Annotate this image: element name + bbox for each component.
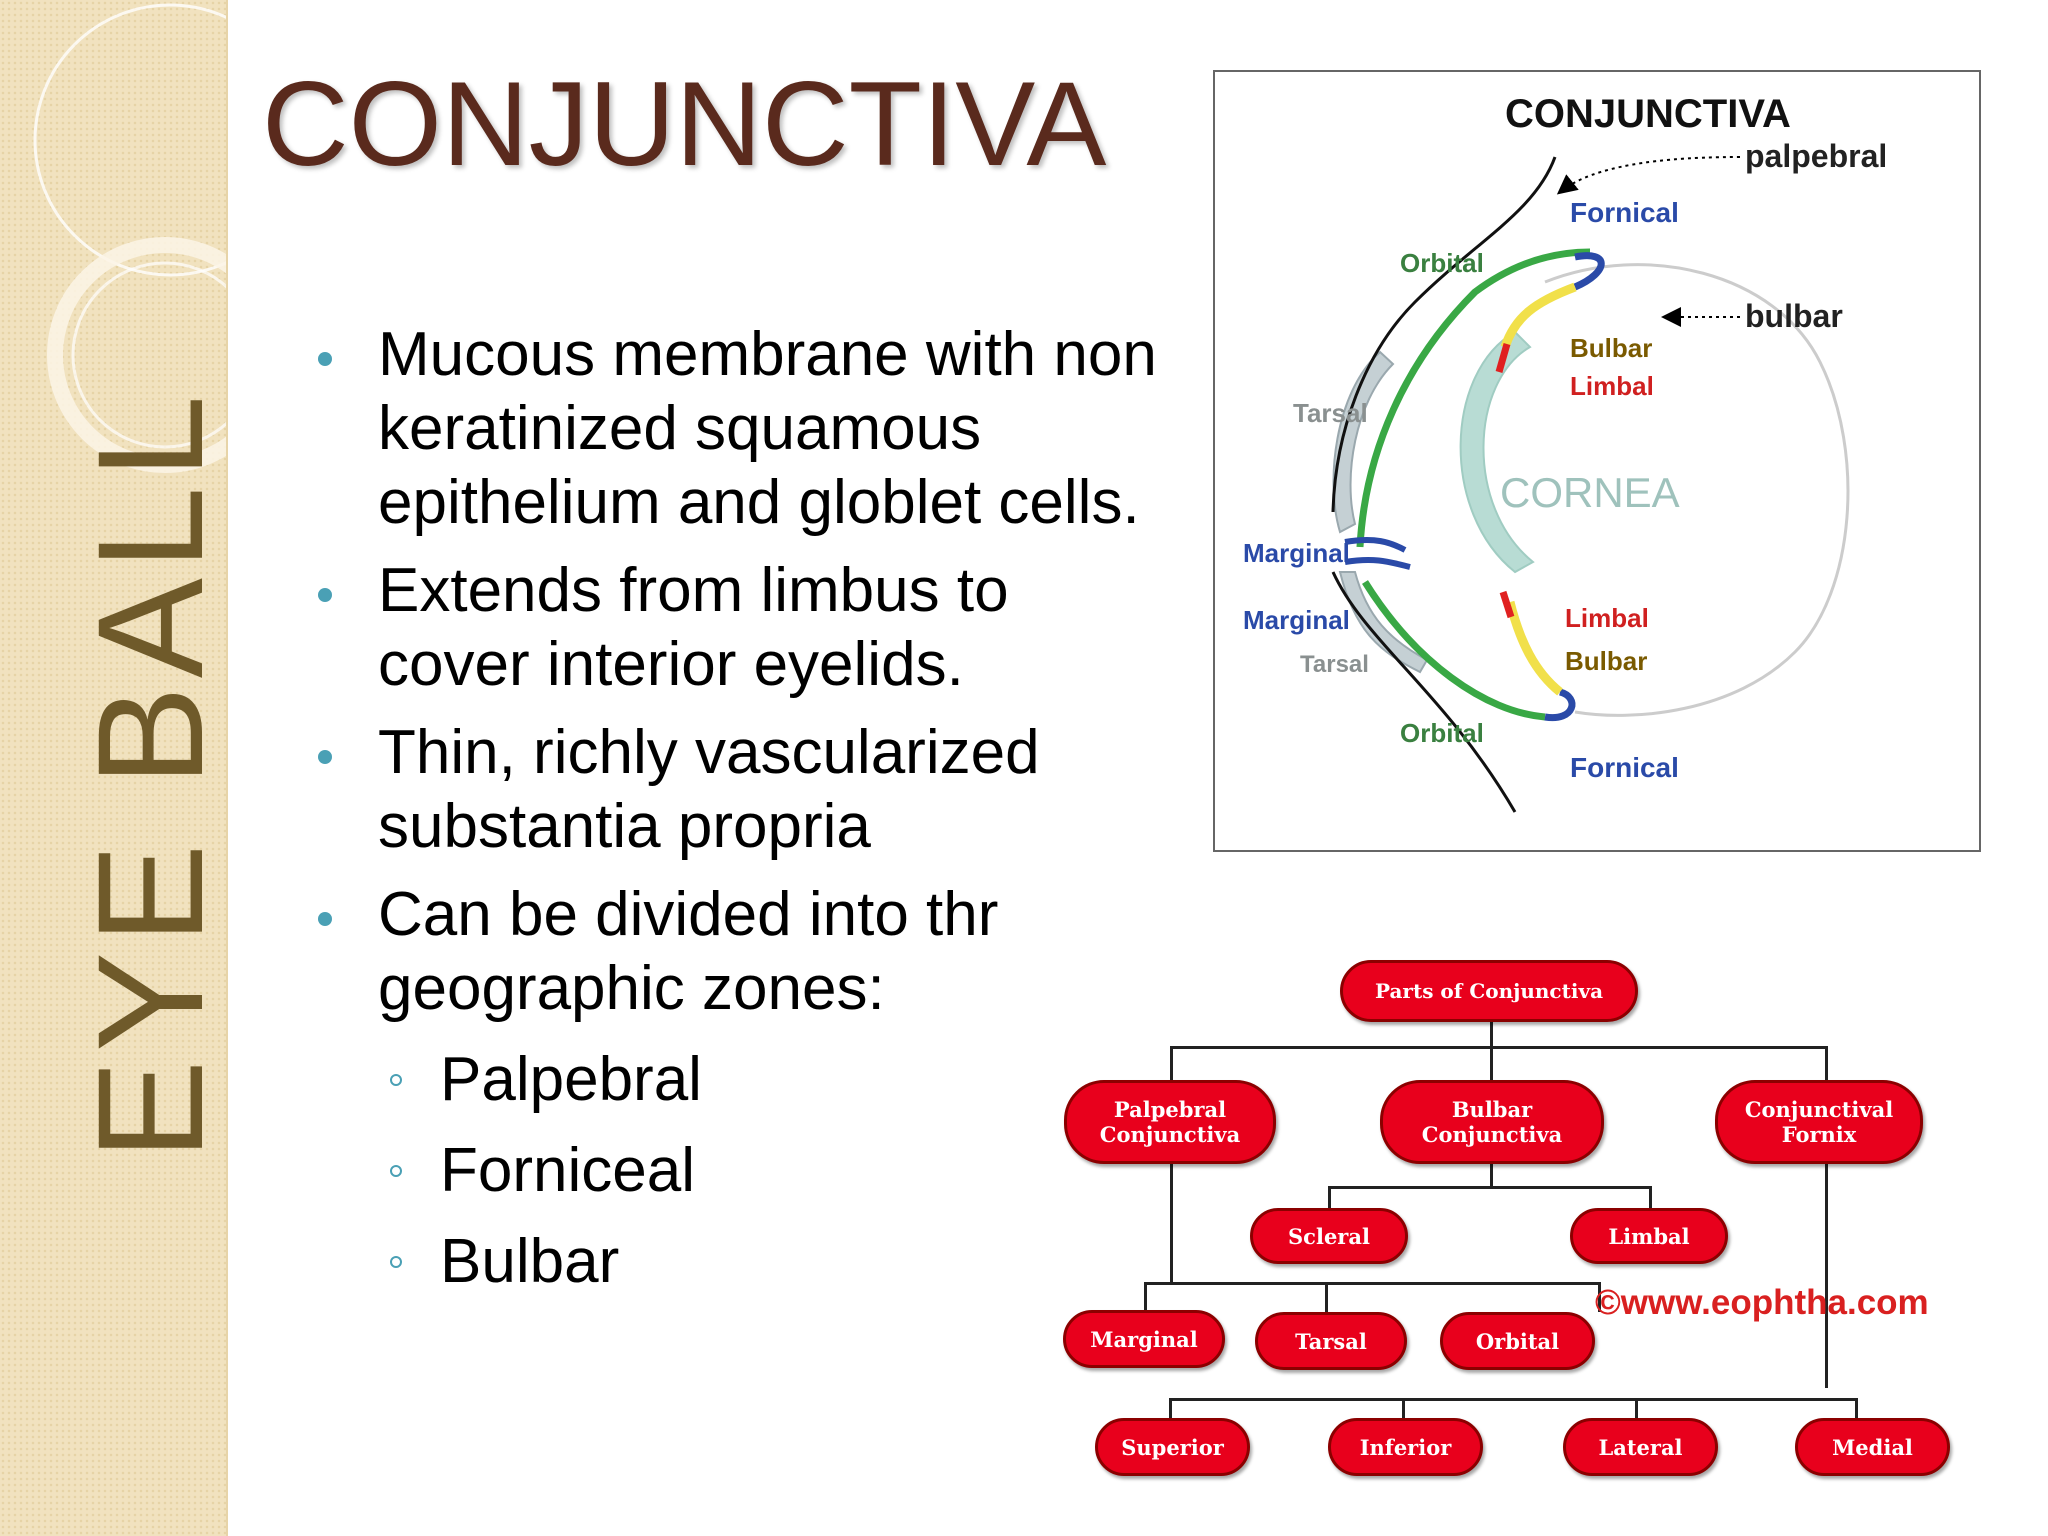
- connector: [1490, 1160, 1493, 1188]
- node-parts-of-conjunctiva: Parts of Conjunctiva: [1340, 960, 1638, 1022]
- tarsal-plate-top: [1332, 350, 1395, 534]
- cornea-shape: [1459, 330, 1535, 574]
- node-medial: Medial: [1795, 1418, 1950, 1476]
- connector: [1635, 1398, 1638, 1420]
- connector: [1169, 1398, 1857, 1401]
- bullet-item: Mucous membrane with non keratinized squ…: [318, 318, 1198, 540]
- bulbar-bottom: [1505, 600, 1563, 696]
- label-orbital-bottom: Orbital: [1400, 718, 1484, 748]
- sub-bullet-text: Palpebral: [440, 1045, 702, 1114]
- connector: [1649, 1186, 1652, 1210]
- connector: [1144, 1282, 1601, 1285]
- node-conjunctival-fornix: Conjunctival Fornix: [1715, 1080, 1923, 1164]
- marginal-top: [1344, 537, 1407, 553]
- bullet-item: Thin, richly vascularized substantia pro…: [318, 716, 1198, 864]
- label-fornical-bottom: Fornical: [1570, 752, 1679, 783]
- connector: [1170, 1046, 1173, 1084]
- slide-title: CONJUNCTIVA: [262, 57, 1107, 191]
- node-scleral: Scleral: [1250, 1208, 1408, 1264]
- sub-bullet-ring-icon: [390, 1256, 402, 1268]
- connector: [1855, 1398, 1858, 1420]
- conjunctiva-green: [1356, 248, 1591, 548]
- vertical-section-title: EYE BALL: [66, 387, 228, 1160]
- sub-bullet-item: Palpebral: [318, 1034, 1198, 1125]
- node-limbal: Limbal: [1570, 1208, 1728, 1264]
- label-bulbar-top: Bulbar: [1570, 333, 1652, 363]
- label-marginal-top: Marginal: [1243, 538, 1350, 568]
- connector: [1325, 1282, 1328, 1312]
- sub-bullet-text: Bulbar: [440, 1227, 620, 1296]
- node-superior: Superior: [1095, 1418, 1250, 1476]
- sub-bullet-ring-icon: [390, 1165, 402, 1177]
- bullet-list: Mucous membrane with non keratinized squ…: [318, 318, 1198, 1307]
- label-tarsal-top: Tarsal: [1293, 398, 1368, 428]
- bullet-text: Can be divided into thr geographic zones…: [378, 880, 999, 1023]
- connector: [1490, 1020, 1493, 1046]
- conjunctiva-anatomy-diagram: CONJUNCTIVA palpebral bulbar Fornical Or…: [1213, 70, 1981, 852]
- upper-lid-line: [1331, 156, 1557, 513]
- connector: [1170, 1046, 1827, 1049]
- fornix-top: [1573, 252, 1605, 291]
- lower-lid-line: [1331, 571, 1517, 813]
- connector: [1328, 1186, 1651, 1189]
- bullet-dot-icon: [318, 588, 332, 602]
- sub-bullet-text: Forniceal: [440, 1136, 695, 1205]
- sub-bullet-item: Forniceal: [318, 1125, 1198, 1216]
- connector: [1490, 1046, 1493, 1084]
- node-palpebral-conjunctiva: Palpebral Conjunctiva: [1064, 1080, 1276, 1164]
- limbal-top: [1495, 343, 1511, 373]
- node-marginal: Marginal: [1063, 1310, 1225, 1368]
- label-palpebral: palpebral: [1745, 138, 1887, 174]
- connector: [1170, 1160, 1173, 1282]
- diagram-title: CONJUNCTIVA: [1505, 92, 1791, 136]
- eyeball-outline: [1544, 263, 1850, 717]
- label-cornea: CORNEA: [1500, 469, 1680, 516]
- bullet-dot-icon: [318, 912, 332, 926]
- marginal-bottom: [1344, 556, 1411, 570]
- connector: [1144, 1282, 1147, 1312]
- connector: [1169, 1398, 1172, 1420]
- watermark-text: ©www.eophtha.com: [1595, 1283, 1929, 1322]
- limbal-bottom: [1499, 590, 1515, 619]
- bulbar-top: [1500, 282, 1577, 349]
- connector: [1598, 1282, 1601, 1312]
- node-lateral: Lateral: [1563, 1418, 1718, 1476]
- connector: [1402, 1398, 1405, 1420]
- label-orbital-top: Orbital: [1400, 248, 1484, 278]
- sidebar-panel: EYE BALL: [0, 0, 228, 1536]
- label-tarsal-bottom: Tarsal: [1300, 651, 1369, 678]
- node-inferior: Inferior: [1328, 1418, 1483, 1476]
- conjunctiva-green: [1362, 580, 1546, 721]
- bullet-text: Extends from limbus to cover interior ey…: [378, 556, 1009, 699]
- connector: [1825, 1160, 1828, 1388]
- connector: [1328, 1186, 1331, 1210]
- node-tarsal: Tarsal: [1255, 1312, 1407, 1370]
- node-bulbar-conjunctiva: Bulbar Conjunctiva: [1380, 1080, 1604, 1164]
- sub-bullet-ring-icon: [390, 1074, 402, 1086]
- bullet-text: Mucous membrane with non keratinized squ…: [378, 320, 1157, 537]
- palpebral-arrow: [1556, 156, 1741, 195]
- sidebar-divider: [226, 0, 228, 1536]
- bullet-text: Thin, richly vascularized substantia pro…: [378, 718, 1040, 861]
- connector: [1825, 1046, 1828, 1084]
- label-limbal-top: Limbal: [1570, 371, 1654, 401]
- bullet-item: Can be divided into thr geographic zones…: [318, 878, 1138, 1026]
- node-orbital: Orbital: [1440, 1312, 1595, 1370]
- label-marginal-bottom: Marginal: [1243, 605, 1350, 635]
- sub-bullet-item: Bulbar: [318, 1216, 1198, 1307]
- bullet-dot-icon: [318, 352, 332, 366]
- label-fornical-top: Fornical: [1570, 197, 1679, 228]
- conjunctiva-parts-flowchart: Parts of Conjunctiva Palpebral Conjuncti…: [1060, 950, 1980, 1490]
- bullet-item: Extends from limbus to cover interior ey…: [318, 554, 1138, 702]
- label-bulbar-bottom: Bulbar: [1565, 646, 1647, 676]
- label-limbal-bottom: Limbal: [1565, 603, 1649, 633]
- bullet-dot-icon: [318, 750, 332, 764]
- label-bulbar-arrow: bulbar: [1745, 298, 1843, 334]
- decorative-circles: [33, 3, 228, 473]
- fornix-bottom: [1544, 688, 1576, 722]
